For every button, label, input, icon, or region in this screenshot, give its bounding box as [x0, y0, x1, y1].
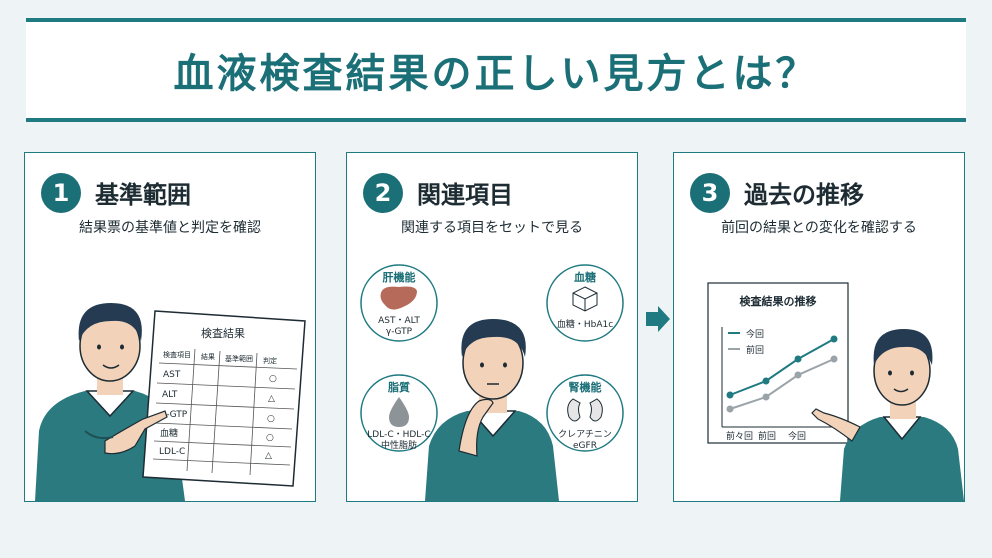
kidney-title: 腎機能	[569, 380, 602, 394]
step-number-2: 2	[363, 173, 403, 213]
kidney-label-1: クレアチニン	[558, 429, 612, 440]
report-col-range: 基準範囲	[225, 354, 253, 363]
droplet-icon	[389, 397, 409, 427]
sugar-title: 血糖	[574, 270, 596, 284]
step-number-3: 3	[690, 173, 730, 213]
kidney-label-2: eGFR	[573, 441, 597, 451]
panel-title-3: 過去の推移	[744, 181, 864, 209]
liver-icon	[380, 286, 417, 310]
report-heading: 検査結果	[201, 326, 245, 340]
report-col-item: 検査項目	[163, 350, 191, 359]
lipid-title: 脂質	[387, 380, 410, 394]
series-previous	[726, 355, 838, 413]
step-number-1: 1	[41, 173, 81, 213]
x-label: 前々回	[726, 430, 753, 442]
sugar-label-1: 血糖・HbA1c	[557, 318, 613, 330]
lipid-label-2: 中性脂肪	[381, 439, 417, 451]
liver-title: 肝機能	[383, 270, 416, 284]
report-row-judge: △	[268, 394, 275, 404]
point-current	[762, 377, 770, 385]
test-report-sheet: 検査結果 検査項目 結果 基準範囲 判定 AST ALT	[142, 310, 306, 487]
series-current	[726, 335, 838, 399]
lipid-label-1: LDL-C・HDL-C	[367, 430, 430, 440]
report-row-judge: △	[265, 451, 272, 461]
related-blood-sugar: 血糖 血糖・HbA1c	[546, 264, 624, 342]
cube-icon	[572, 286, 598, 312]
report-col-judge: 判定	[263, 356, 277, 365]
report-row-item: AST	[163, 370, 181, 380]
point-current	[726, 391, 734, 399]
illustration-thinking-man: 肝機能 AST・ALT γ-GTP 血糖 血糖・HbA1c 脂質 LDL-C・H…	[360, 264, 624, 501]
x-label: 前回	[758, 430, 776, 442]
title-banner: 血液検査結果の正しい見方とは？	[26, 18, 966, 122]
liver-label-2: γ-GTP	[386, 327, 413, 337]
report-row-judge: ○	[269, 374, 277, 384]
report-row-judge: ○	[266, 433, 274, 443]
point-current	[830, 335, 838, 343]
panel-subtitle-1: 結果票の基準値と判定を確認	[79, 220, 261, 236]
report-row-item: ALT	[162, 390, 178, 400]
point-previous	[830, 355, 838, 363]
report-row-item: LDL-C	[159, 447, 185, 457]
panel-title-2: 関連項目	[417, 181, 513, 209]
legend-previous-label: 前回	[746, 344, 764, 356]
related-lipids: 脂質 LDL-C・HDL-C 中性脂肪	[360, 374, 438, 452]
trend-title: 検査結果の推移	[740, 294, 817, 308]
illustration-trend-board: 検査結果の推移 今回 前回 前々回 前回 今回	[707, 282, 964, 501]
point-previous	[762, 393, 770, 401]
arrow-right-icon	[646, 306, 670, 332]
point-current	[794, 355, 802, 363]
panel-past-trend: 3 過去の推移 前回の結果との変化を確認する 検査結果の推移 今回 前回 前々回…	[673, 152, 965, 502]
panel-title-1: 基準範囲	[95, 181, 191, 209]
panel-reference-range: 1 基準範囲 結果票の基準値と判定を確認 検査結果 検査項目 結果 基準範囲 判…	[24, 152, 316, 502]
illustration-man-with-report: 検査結果 検査項目 結果 基準範囲 判定 AST ALT	[35, 303, 306, 501]
report-col-result: 結果	[201, 352, 215, 361]
related-liver-function: 肝機能 AST・ALT γ-GTP	[360, 264, 438, 342]
panel-related-items: 2 関連項目 関連する項目をセットで見る 肝機能 AST・ALT γ-GTP 血…	[346, 152, 638, 502]
report-row-item: 血糖	[160, 427, 178, 439]
page-title: 血液検査結果の正しい見方とは？	[173, 51, 819, 97]
panel-subtitle-2: 関連する項目をセットで見る	[401, 220, 583, 236]
point-previous	[794, 371, 802, 379]
report-row-item: γ-GTP	[161, 410, 188, 420]
report-row-judge: ○	[267, 414, 275, 424]
point-previous	[726, 405, 734, 413]
kidney-icon	[567, 398, 603, 422]
panel-subtitle-3: 前回の結果との変化を確認する	[721, 220, 917, 236]
x-label: 今回	[788, 430, 806, 442]
related-kidney-function: 腎機能 クレアチニン eGFR	[546, 374, 624, 452]
liver-label-1: AST・ALT	[378, 316, 420, 326]
legend-current-label: 今回	[746, 328, 764, 340]
